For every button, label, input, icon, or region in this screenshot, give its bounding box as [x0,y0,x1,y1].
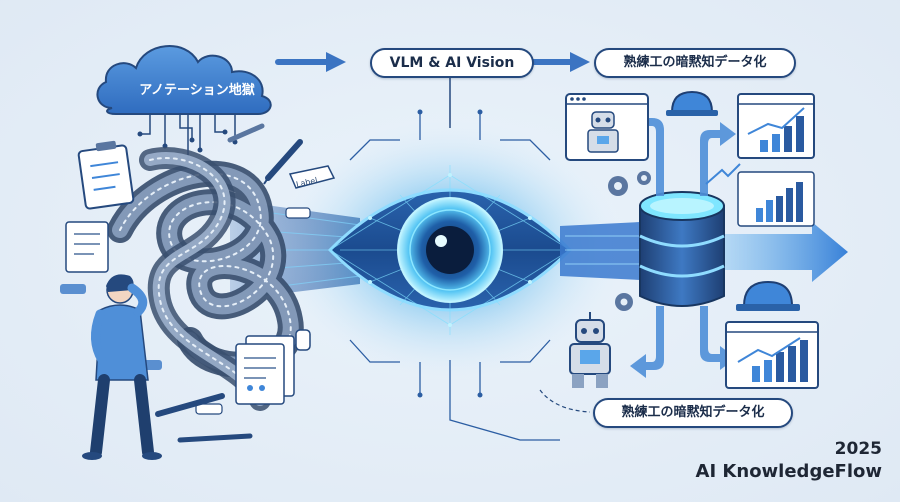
brand-name: AI KnowledgeFlow [695,461,882,482]
cloud-icon [96,45,272,163]
robot-monitor-top [565,93,649,161]
tacit-knowledge-label-bottom: 熟練工の暗黙知データ化 [593,398,793,428]
annotation-hell-label: アノテーション地獄 [139,83,255,98]
robot-icon-bottom [569,312,611,388]
robot-icon [587,111,619,153]
film-reel-icon [107,147,304,411]
database-icon [639,191,725,307]
chart-icon-top [737,93,815,159]
top-arrow-right [531,52,590,72]
eye-icon [327,165,573,335]
output-arrow [722,222,848,282]
circuit-lines [349,112,560,441]
tag-icon [60,165,336,415]
data-stream-right [560,222,660,280]
clipboard-icon [77,140,135,210]
vlm-label: VLM & AI Vision [370,48,534,78]
gear-icon [608,171,651,311]
chart-icon-bottom [725,321,819,389]
person-icon [82,274,162,460]
chart-icon-mid [705,163,815,227]
brand-year: 2025 [834,439,882,459]
pen-icon [155,123,303,443]
top-arrow-left [275,52,346,72]
tacit-knowledge-label-top: 熟練工の暗黙知データ化 [594,48,796,78]
brand-block: 2025 AI KnowledgeFlow [696,438,882,484]
document-icon [65,221,295,405]
hard-hat-icon-bottom [736,280,800,311]
hard-hat-icon [666,90,718,116]
